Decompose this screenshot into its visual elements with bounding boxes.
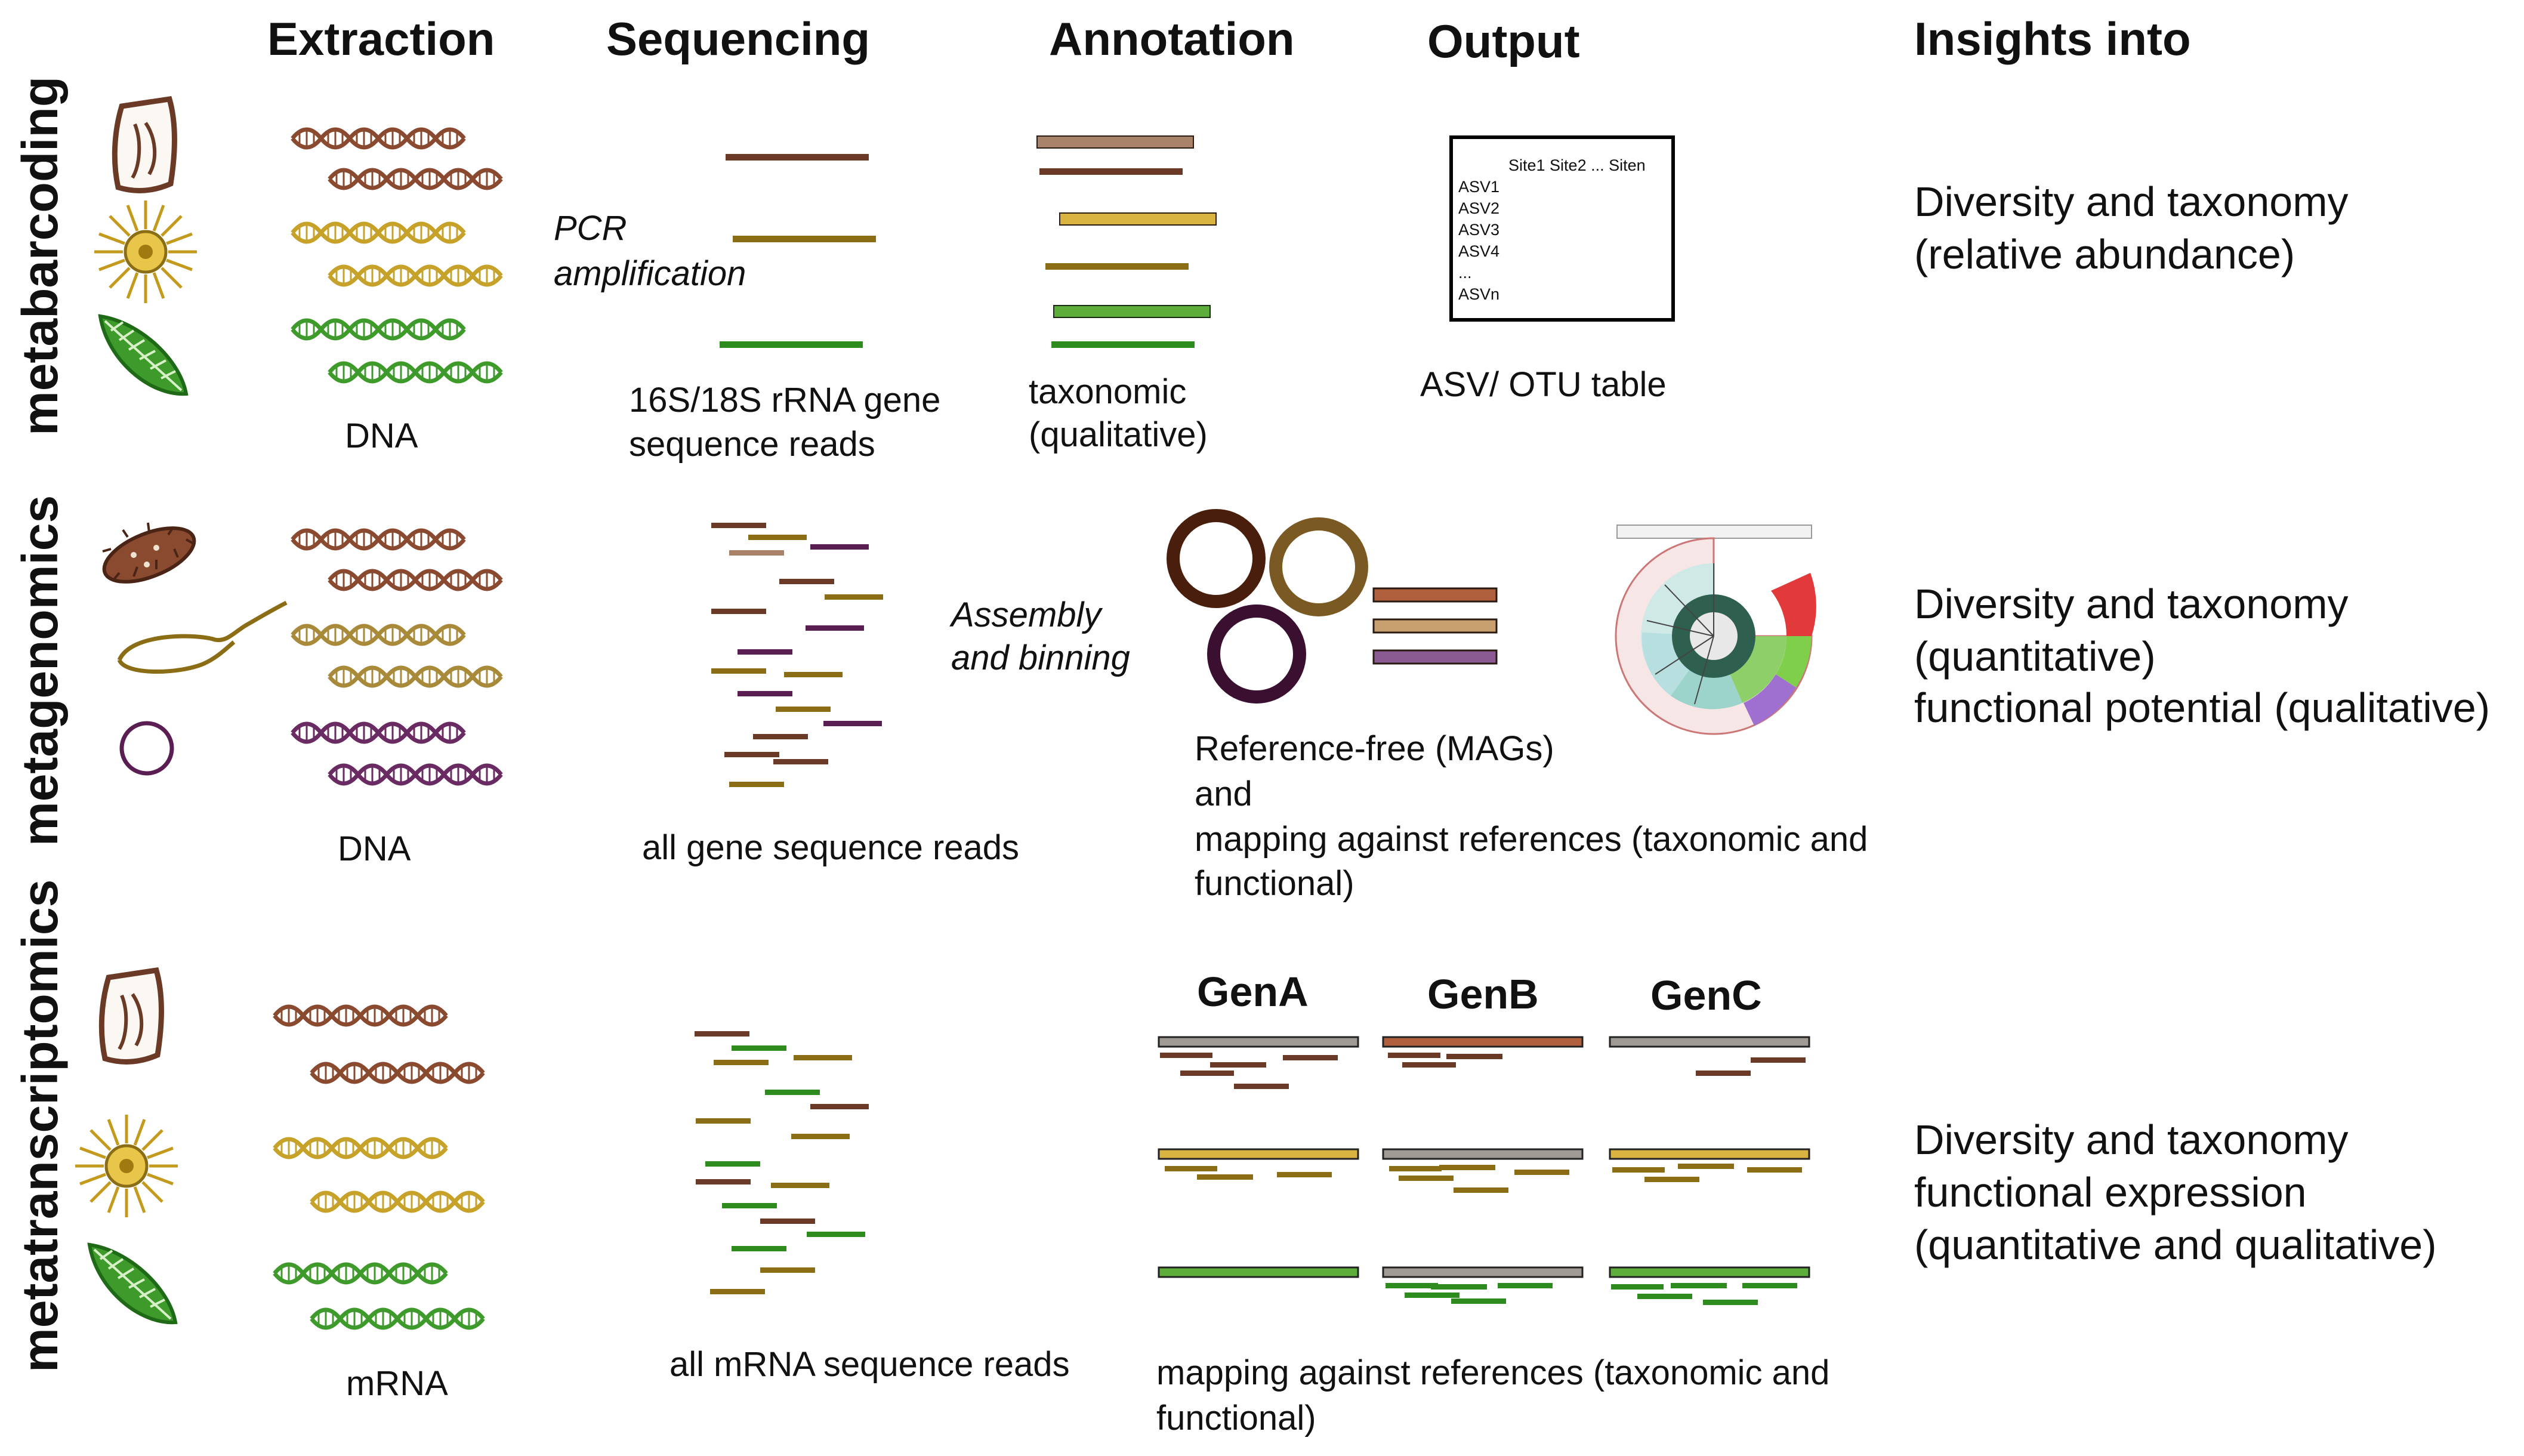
mag-bar [1372, 587, 1498, 603]
rna-strand-icon [274, 1264, 446, 1282]
dna-helix-icon [292, 626, 464, 644]
diatom-organism-icon [90, 1245, 175, 1322]
extraction-label: DNA [338, 829, 411, 868]
extraction-label: mRNA [346, 1364, 448, 1403]
mag-genome-ring [1167, 509, 1266, 608]
radiolarian-organism-icon [75, 1115, 178, 1217]
dna-helix-icon [329, 267, 501, 285]
output-label: ASV/ OTU table [1420, 365, 1667, 404]
radiolarian-organism-icon [94, 200, 197, 303]
insight-line: (relative abundance) [1914, 231, 2295, 277]
header-output: Output [1427, 15, 1580, 67]
dna-helix-icon [292, 530, 464, 548]
dna-helix-icon [329, 571, 501, 589]
dna-helix-icon [329, 668, 501, 686]
mag-bar [1372, 618, 1498, 634]
shotgun-reads [711, 523, 883, 787]
cocci-bacterium-icon [119, 721, 174, 776]
annotation-label-2: (qualitative) [1029, 415, 1208, 454]
protist-organism-icon [115, 99, 174, 190]
asv-table-row: ... [1458, 264, 1472, 282]
header-sequencing: Sequencing [606, 13, 870, 65]
asv-table-row: ASV1 [1458, 178, 1499, 196]
rna-strand-icon [311, 1064, 483, 1082]
extraction-label: DNA [345, 417, 418, 455]
asv-table-row: ASV3 [1458, 221, 1499, 239]
rna-strand-icon [311, 1193, 483, 1211]
bacterium-rod-icon [102, 522, 196, 584]
gene-label-genc: GenC [1650, 972, 1762, 1019]
row-label-metabarcoding: metabarcoding [12, 76, 68, 436]
insight-line: (quantitative and qualitative) [1914, 1221, 2437, 1268]
gene-mapping-gena [1158, 1036, 1359, 1278]
amplicon-read-bar [720, 341, 863, 348]
amplicon-read-bar [726, 154, 869, 161]
dna-helix-icon [292, 224, 464, 242]
annotation-label-line: mapping against references (taxonomic an… [1195, 820, 1868, 859]
mrna-reads [695, 1031, 869, 1294]
amplicon-read-bar [733, 236, 876, 242]
annotation-label-line: functional) [1156, 1399, 1316, 1438]
rna-strand-icon [274, 1007, 446, 1025]
dna-helix-icon [329, 170, 501, 188]
insight-line: Diversity and taxonomy [1914, 1116, 2349, 1163]
asv-table-row: ASVn [1458, 285, 1499, 303]
mag-bar [1372, 649, 1498, 665]
spirillum-bacterium-icon [117, 600, 288, 674]
gene-mapping-genc [1609, 1036, 1810, 1305]
insight-line: Diversity and taxonomy [1914, 581, 2349, 627]
assembly-step-label-2: and binning [951, 638, 1130, 677]
protist-organism-icon [101, 970, 161, 1062]
reads-label-2: sequence reads [629, 425, 875, 464]
asv-table-header: Site1 Site2 ... Siten [1508, 156, 1646, 174]
rna-strand-icon [311, 1310, 483, 1328]
taxon-annotation-bar [1036, 135, 1194, 149]
taxon-annotation-bar [1045, 263, 1189, 270]
insight-line: functional expression [1914, 1169, 2307, 1216]
phylogenetic-tree-figure [1615, 525, 1816, 735]
annotation-label-line: mapping against references (taxonomic an… [1156, 1353, 1829, 1392]
dna-helix-icon [292, 129, 464, 147]
asv-table-row: ASV2 [1458, 199, 1499, 217]
taxon-annotation-bar [1053, 305, 1211, 318]
insight-line: (quantitative) [1914, 633, 2156, 680]
annotation-label-line: Reference-free (MAGs) [1195, 729, 1554, 768]
reads-label: all gene sequence reads [642, 828, 1019, 867]
gene-label-gena: GenA [1197, 968, 1309, 1015]
header-insights: Insights into [1914, 13, 2191, 65]
insight-line: Diversity and taxonomy [1914, 178, 2349, 225]
dna-helix-icon [329, 766, 501, 783]
gene-label-genb: GenB [1427, 971, 1539, 1017]
annotation-label: taxonomic [1029, 372, 1186, 411]
dna-helix-icon [292, 724, 464, 742]
mag-genome-ring [1207, 604, 1306, 704]
gene-mapping-genb [1382, 1036, 1584, 1304]
reads-label: all mRNA sequence reads [669, 1345, 1070, 1384]
asv-table-row: ASV4 [1458, 242, 1499, 260]
diatom-organism-icon [100, 316, 186, 394]
row-label-metagenomics: metagenomics [12, 495, 68, 846]
dna-helix-icon [292, 320, 464, 338]
pcr-step-label-2: amplification [554, 254, 746, 293]
rna-strand-icon [274, 1139, 446, 1157]
row-label-metatranscriptomics: metatranscriptomics [12, 880, 68, 1372]
assembly-step-label: Assembly [949, 596, 1103, 634]
annotation-label-line: functional) [1195, 864, 1354, 903]
header-extraction: Extraction [267, 13, 495, 65]
dna-helix-icon [329, 363, 501, 381]
annotation-label-line: and [1195, 775, 1252, 813]
reads-label: 16S/18S rRNA gene [629, 381, 940, 419]
pcr-step-label: PCR [554, 209, 627, 248]
insight-line: functional potential (qualitative) [1914, 684, 2490, 731]
mag-genome-ring [1269, 517, 1368, 616]
asv-table-frame [1449, 135, 1675, 322]
header-annotation: Annotation [1049, 13, 1295, 65]
taxon-annotation-bar [1059, 212, 1217, 226]
taxon-annotation-bar [1039, 168, 1183, 175]
taxon-annotation-bar [1051, 341, 1195, 348]
asv-otu-table: Site1 Site2 ... Siten ASV1 ASV2 ASV3 ASV… [1449, 135, 1675, 322]
